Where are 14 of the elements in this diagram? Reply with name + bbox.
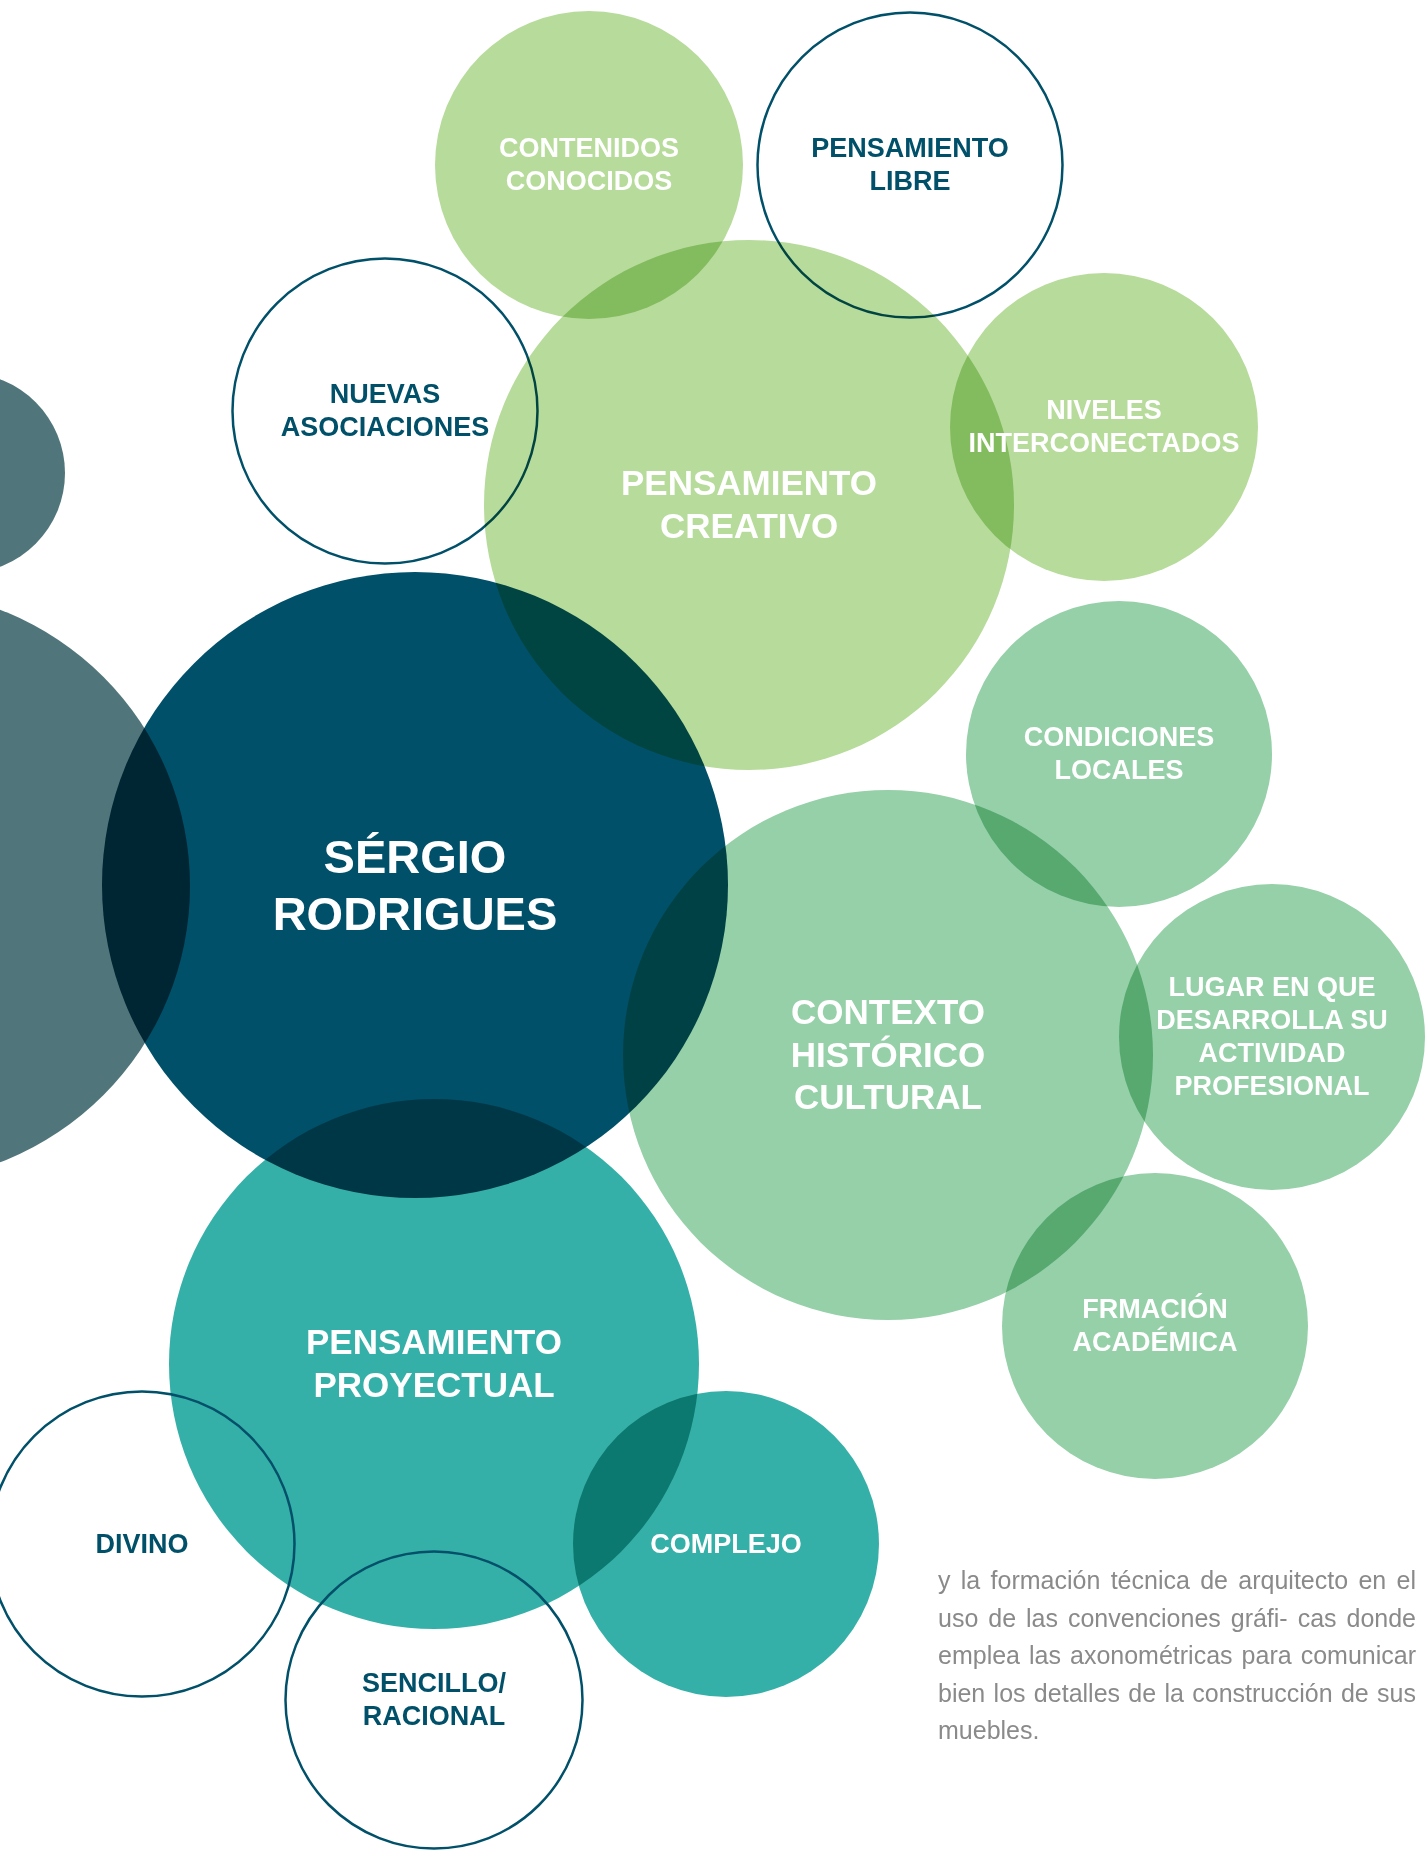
- bubble-label: NUEVAS ASOCIACIONES: [279, 378, 491, 444]
- bubble-label: PENSAMIENTO LIBRE: [810, 132, 1010, 198]
- bubble-label: LUGAR EN QUE DESARROLLA SU ACTIVIDAD PROFESIONAL: [1155, 971, 1389, 1103]
- bubble-label: SÉRGIO RODRIGUES: [271, 828, 559, 942]
- bubble-label: COMPLEJO: [649, 1527, 803, 1561]
- body-paragraph: y la formación técnica de arquitecto en el uso de las convenciones gráfi- cas donde emplea las axonométricas para comunicar bien los detalles de la construcción de sus muebles.: [938, 1565, 1416, 1746]
- bubble-label: CONTENIDOS CONOCIDOS: [498, 132, 680, 198]
- bubble-label: PENSAMIENTO PROYECTUAL: [304, 1321, 564, 1406]
- bubble-label: SENCILLO/ RACIONAL: [361, 1667, 507, 1733]
- bubble-label: CONTEXTO HISTÓRICO CULTURAL: [789, 990, 987, 1119]
- bubble-label: PENSAMIENTO CREATIVO: [619, 462, 879, 547]
- bubble-label: DIVINO: [94, 1527, 190, 1561]
- bubble-label: CONDICIONES LOCALES: [1022, 721, 1216, 787]
- bubble-label: FRMACIÓN ACADÉMICA: [1071, 1293, 1239, 1359]
